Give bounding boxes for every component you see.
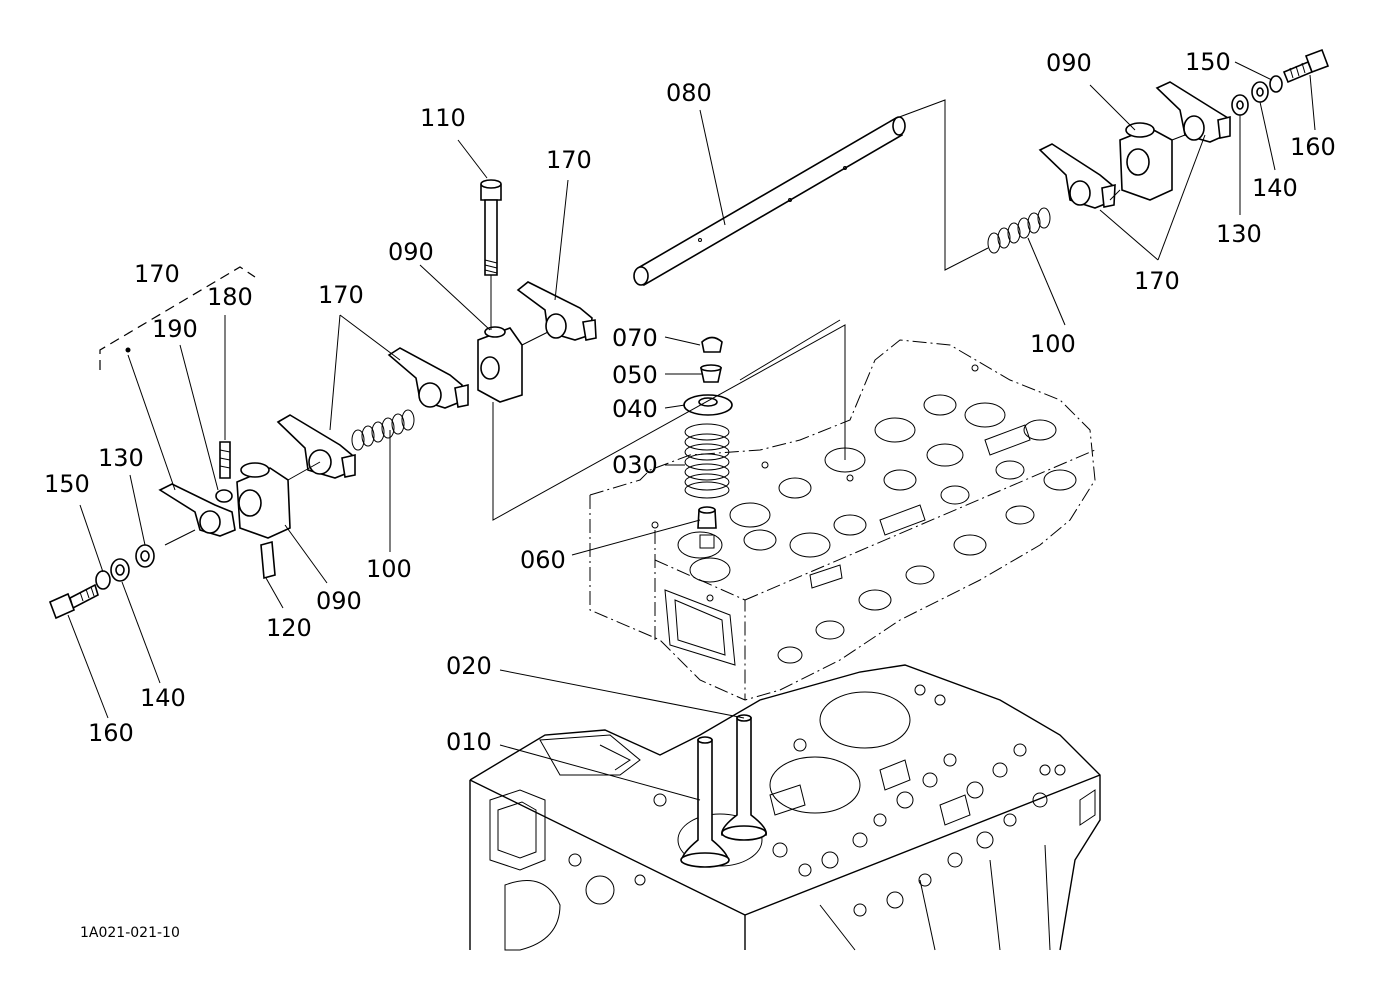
label-010: 010 [446,728,492,756]
washer-150-right [1270,76,1282,92]
valve-spring-030 [685,424,729,498]
label-100-mid: 100 [366,555,412,583]
washer-130-left [136,545,154,567]
bolt-160-right [1284,50,1328,82]
valve-stem-seal-060 [698,507,716,548]
label-130-right: 130 [1216,220,1262,248]
label-170-right: 170 [1134,267,1180,295]
rocker-arm-170-right-a [1040,144,1115,208]
bolt-110 [481,180,501,275]
label-030: 030 [612,451,658,479]
label-150-right: 150 [1185,48,1231,76]
rocker-bracket-090-center [478,327,522,402]
label-130-left: 130 [98,444,144,472]
label-160-left: 160 [88,719,134,747]
rocker-arm-170-right-b [1157,82,1230,142]
washer-150-left [96,571,110,589]
label-040: 040 [612,395,658,423]
valve-020 [722,715,766,840]
label-120: 120 [266,614,312,642]
label-100-right: 100 [1030,330,1076,358]
rocker-shaft-080 [634,117,905,285]
cylinder-head [590,340,1095,700]
rocker-bracket-090-right [1120,123,1172,200]
shaft-spring-100-right [988,208,1050,253]
adjust-screw-180 [220,442,230,478]
diagram-code: 1A021-021-10 [80,925,180,941]
shaft-spring-100-mid [352,410,414,450]
pin-120 [261,542,275,578]
label-140-left: 140 [140,684,186,712]
bolt-160-left [50,585,98,618]
spring-retainer-040 [684,395,732,415]
label-170-upper: 170 [546,146,592,174]
label-090-top: 090 [388,238,434,266]
label-190: 190 [152,315,198,343]
valve-collet-050 [701,365,721,382]
label-080: 080 [666,79,712,107]
label-090-left: 090 [316,587,362,615]
washer-140-right [1252,82,1268,102]
rocker-arm-170-mid [389,348,468,408]
cylinder-block [470,665,1100,950]
assembly-lines [100,100,1185,545]
rocker-arm-170-upper [518,282,596,340]
leader-lines [68,62,1315,800]
label-140-right: 140 [1252,174,1298,202]
washer-140-left [111,559,129,581]
label-170-topleft: 170 [134,260,180,288]
label-150-left: 150 [44,470,90,498]
rocker-arm-170-endleft [160,484,235,536]
label-070: 070 [612,324,658,352]
label-110: 110 [420,104,466,132]
label-050: 050 [612,361,658,389]
callout-labels: 110 080 170 090 170 170 180 190 130 150 … [44,48,1336,756]
lock-nut-190 [216,490,232,502]
rocker-bracket-090-left [237,463,290,538]
label-180: 180 [207,283,253,311]
valve-cap-070 [702,338,722,353]
washer-130-right [1232,95,1248,115]
valve-010 [681,737,729,867]
label-160-right: 160 [1290,133,1336,161]
label-060: 060 [520,546,566,574]
label-090-right: 090 [1046,49,1092,77]
rocker-arm-170-left [278,415,355,478]
label-020: 020 [446,652,492,680]
label-170-mid: 170 [318,281,364,309]
